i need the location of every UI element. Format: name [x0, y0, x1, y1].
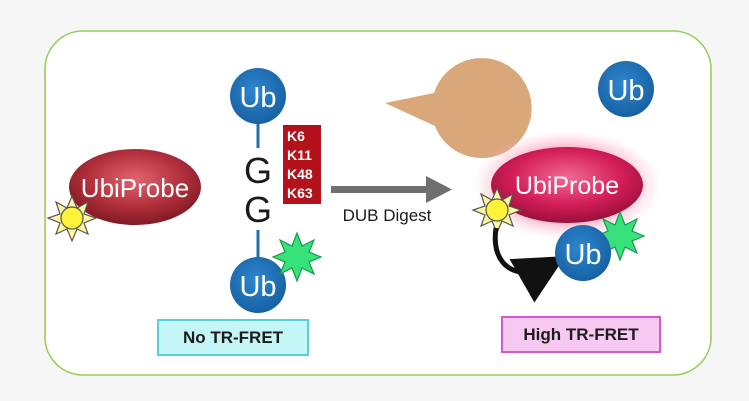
sun-icon	[471, 186, 523, 235]
high-tr-fret-label: High TR-FRET	[501, 316, 661, 353]
left-ubiprobe: UbiProbe	[69, 149, 201, 225]
right-probe-label: UbiProbe	[515, 172, 619, 200]
ub-free: Ub	[598, 61, 654, 117]
linkage-box: K6 K11 K48 K63	[283, 125, 321, 204]
curved-arrow-icon	[492, 227, 566, 303]
gg-top: G	[244, 150, 272, 191]
ub-bound: Ub	[555, 225, 611, 281]
right-ubiprobe: UbiProbe	[473, 130, 661, 240]
starburst-icon	[271, 231, 323, 283]
dub-label: DUB	[355, 138, 414, 169]
ub-top: Ub	[230, 68, 286, 124]
dub-enzyme: DUB	[355, 58, 532, 169]
ub-free-label: Ub	[607, 75, 644, 107]
no-tr-fret-label: No TR-FRET	[157, 319, 309, 356]
linkage-k48: K48	[287, 166, 313, 182]
ub-bottom-label: Ub	[239, 271, 276, 303]
left-probe-label: UbiProbe	[81, 173, 189, 203]
linkage-k6: K6	[287, 128, 305, 144]
digest-arrow	[331, 176, 452, 203]
linkage-k11: K11	[287, 147, 312, 163]
ub-bound-label: Ub	[564, 239, 601, 271]
gg-bottom: G	[244, 189, 272, 230]
linkage-k63: K63	[287, 185, 313, 201]
digest-label: DUB Digest	[343, 206, 432, 225]
ub-bottom: Ub	[230, 257, 286, 313]
ub-top-label: Ub	[239, 82, 276, 114]
sun-icon	[46, 194, 98, 243]
